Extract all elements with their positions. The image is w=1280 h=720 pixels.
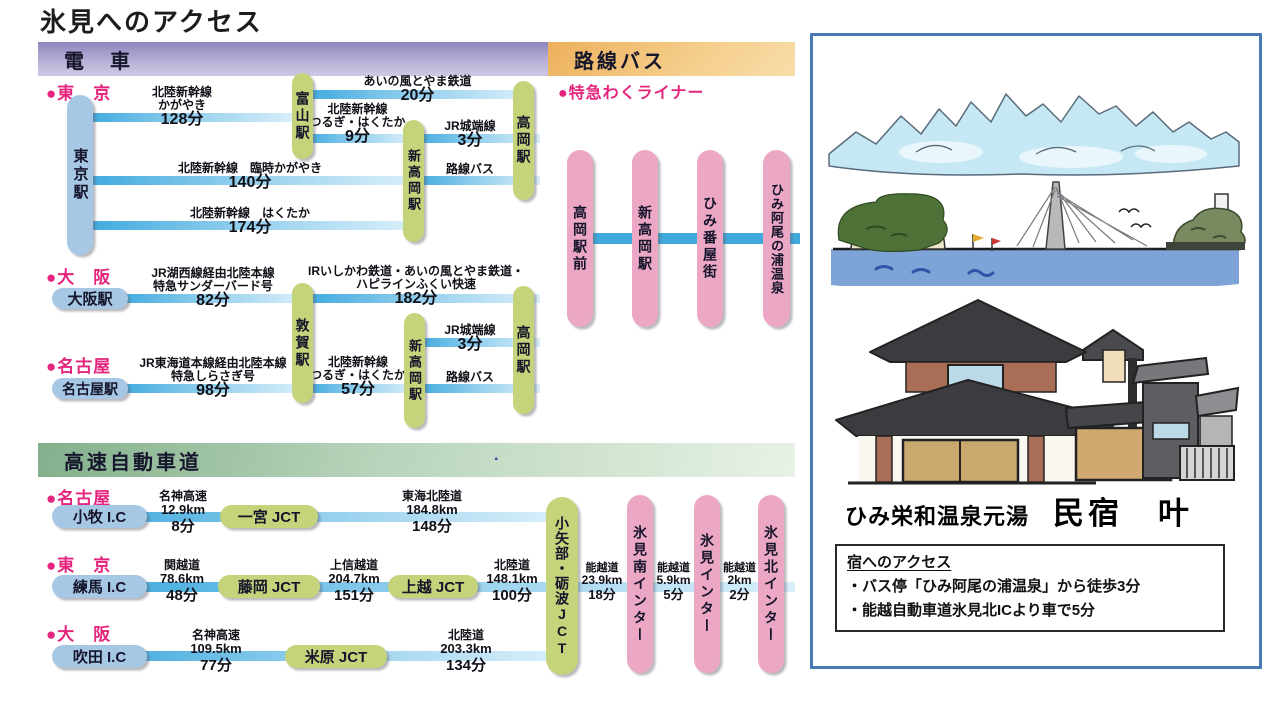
station-pill-shintakaoka-1: 新高岡駅 [403,120,424,242]
ic-pill-nerima: 練馬 I.C [52,575,147,598]
train-origin-osaka: ●大 阪 [46,268,112,287]
access-info-box: 宿へのアクセス ・バス停「ひみ阿尾の浦温泉」から徒歩3分 ・能越自動車道氷見北I… [835,544,1225,632]
station-pill-takaoka-1: 高岡駅 [513,81,534,200]
route-label-johana2: JR城端線 3分 [444,323,496,353]
station-pill-osaka: 大阪駅 [52,288,128,309]
inn-title-onsen-name: ひみ栄和温泉元湯 [845,504,1030,529]
segment-label-hokuriku-2: 北陸道 203.3km 134分 [440,628,492,674]
segment-label-tokai-hokuriku: 東海北陸道 184.8km 148分 [401,489,462,535]
route-label-bus2: 路線バス [445,370,494,384]
station-pill-nagoya: 名古屋駅 [52,378,128,399]
route-line-ir [308,294,540,303]
jct-pill-ichinomiya: 一宮 JCT [220,505,318,528]
jct-pill-maibara: 米原 JCT [285,645,387,668]
highway-origin-osaka: ●大 阪 [46,625,112,644]
route-label-hakutaka: 北陸新幹線 はくたか 174分 [189,206,310,236]
route-label-tsurugi2: 北陸新幹線 つるぎ・はくたか 57分 [309,355,406,398]
bus-stop-pill-himi-banyagai: ひみ番屋街 [697,150,723,327]
page-title: 氷見へのアクセス [40,7,263,37]
route-label-thunderbird: JR湖西線経由北陸本線 特急サンダーバード号 82分 [151,266,275,309]
ic-pill-himi-kita: 氷見北インター [758,495,784,673]
train-origin-nagoya: ●名古屋 [46,357,112,376]
highway-section-header: 高速自動車道 [38,443,795,477]
station-pill-toyama: 富山駅 [292,73,313,159]
station-pill-tokyo: 東京駅 [67,95,93,255]
inn-illustration [835,299,1240,485]
stray-dot: . [494,447,499,464]
ic-pill-himi-minami: 氷見南インター [627,495,653,673]
highway-origin-nagoya: ●名古屋 [46,489,112,508]
route-line-rinji [90,176,412,185]
segment-label-meishin-2: 名神高速 109.5km 77分 [190,628,242,674]
bus-stop-pill-takaoka-ekimae: 高岡駅前 [567,150,593,327]
ic-pill-komaki: 小牧 I.C [52,505,147,528]
segment-label-noetsu-1: 能越道 23.9km 18分 [581,562,623,602]
bus-route-line [570,233,800,244]
jct-pill-joetsu: 上越 JCT [388,575,478,598]
route-label-ainokaze: あいの風とやま鉄道 20分 [363,74,472,104]
route-label-shirasagi: JR東海道本線経由北陸本線 特急しらさぎ号 98分 [139,356,287,399]
route-line-hakutaka [90,221,412,230]
station-pill-shintakaoka-2: 新高岡駅 [404,313,425,428]
route-label-johana1: JR城端線 3分 [444,119,496,149]
route-label-rinji: 北陸新幹線 臨時かがやき 140分 [177,161,322,191]
ic-pill-suita: 吹田 I.C [52,645,147,668]
segment-label-kanetsu: 関越道 78.6km 48分 [159,558,205,604]
route-line-tsurugi2 [308,384,414,393]
segment-label-noetsu-3: 能越道 2km 2分 [723,562,756,602]
bus-stop-pill-himi-aonoura-onsen: ひみ阿尾の浦温泉 [763,150,790,327]
segment-label-noetsu-2: 能越道 5.9km 5分 [656,562,691,602]
access-item-bus: ・バス停「ひみ阿尾の浦温泉」から徒歩3分 [847,578,1141,595]
route-line-shirasagi [122,384,304,393]
scenery-illustration [828,93,1246,286]
route-line-johana2 [420,338,540,347]
route-line-kagayaki [90,113,295,122]
bus-service-label: ●特急わくライナー [558,85,705,102]
route-line-ainokaze [308,90,530,99]
route-line-thunderbird [122,294,304,303]
highway-line-nagoya-row [100,512,560,522]
segment-label-meishin-1: 名神高速 12.9km 8分 [158,489,207,535]
access-item-car: ・能越自動車道氷見北ICより車で5分 [847,602,1096,619]
train-origin-tokyo: ●東 京 [46,84,112,103]
inn-title: ひみ栄和温泉元湯 民宿 叶 [845,488,1193,533]
jct-pill-fujioka: 藤岡 JCT [218,575,320,598]
ic-pill-himi: 氷見インター [694,495,720,673]
inn-title-inn-name: 民宿 叶 [1053,496,1194,531]
highway-origin-tokyo: ●東 京 [46,556,112,575]
route-label-bus1: 路線バス [445,162,494,176]
route-line-johana1 [418,134,540,143]
station-pill-takaoka-2: 高岡駅 [513,286,534,414]
bus-section-header: 路線バス [548,42,795,76]
route-line-tsurugi1 [308,134,410,143]
route-label-ir: IRいしかわ鉄道・あいの風とやま鉄道・ ハピラインふくい快速 182分 [307,264,524,307]
access-heading: 宿へのアクセス [847,554,952,571]
jct-pill-oyabe-tonami: 小矢部・砺波JCT [546,497,578,675]
route-label-tsurugi1: 北陸新幹線 つるぎ・はくたか 9分 [309,102,406,145]
route-label-kagayaki: 北陸新幹線 かがやき 128分 [151,85,212,128]
station-pill-tsuruga: 敦賀駅 [292,283,313,403]
route-line-bus1 [418,176,540,185]
segment-label-hokuriku-1: 北陸道 148.1km 100分 [486,558,538,604]
route-line-bus2 [420,384,540,393]
inn-panel: ひみ栄和温泉元湯 民宿 叶 宿へのアクセス ・バス停「ひみ阿尾の浦温泉」から徒歩… [810,33,1262,669]
segment-label-joshinetsu: 上信越道 204.7km 151分 [328,558,380,604]
bus-stop-pill-shintakaoka: 新高岡駅 [632,150,658,327]
